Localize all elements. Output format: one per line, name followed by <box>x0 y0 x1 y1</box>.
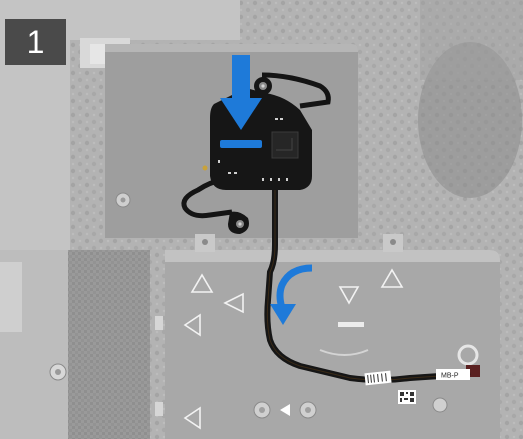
screw-upper-plate-center <box>121 198 126 203</box>
plate-marking-bar <box>338 322 364 327</box>
step-number-badge: 1 <box>5 19 66 65</box>
fingerprint-chip <box>272 132 298 158</box>
foam-pad-top <box>420 0 523 80</box>
standoff-3 <box>433 398 447 412</box>
screw-left-center <box>55 369 61 375</box>
plate-tab-1-hole <box>202 239 208 245</box>
lower-shield-plate <box>165 250 500 439</box>
left-bracket <box>0 262 22 332</box>
lower-plate-edge <box>165 250 500 262</box>
plate-clip-2 <box>155 402 163 416</box>
mesh-strip <box>68 250 150 439</box>
board-screw-top-center <box>261 84 264 87</box>
upper-plate-edge <box>105 44 358 52</box>
board-led <box>203 166 208 171</box>
standoff-1-center <box>259 407 265 413</box>
board-screw-bottom-center <box>238 222 241 225</box>
standoff-2-center <box>305 407 311 413</box>
connector-label: MB-P <box>441 373 459 380</box>
plate-clip-1 <box>155 316 163 330</box>
plate-tab-2-hole <box>390 239 396 245</box>
